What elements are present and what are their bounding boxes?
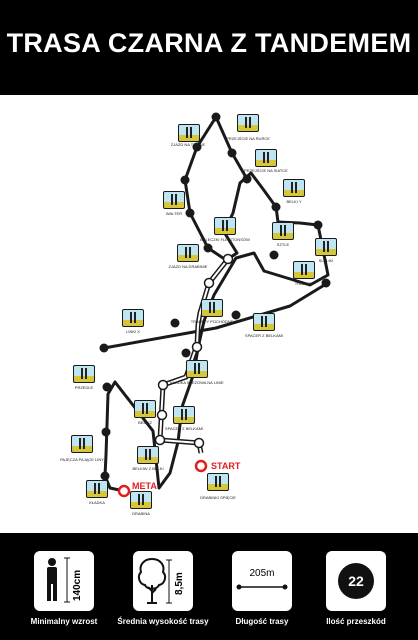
station-icon [177, 244, 199, 262]
avg-height-value: 8,5m [174, 572, 185, 595]
route-node-open [156, 409, 168, 421]
station-label: DRABINKI SPIĘCIE [200, 495, 236, 500]
station-icon [255, 149, 277, 167]
person-icon [47, 557, 70, 603]
station-label: BELKIZ [138, 420, 152, 425]
station-label: SPACER Z BELKAMI [244, 333, 284, 338]
station-icon [71, 435, 93, 453]
route-node-open [157, 379, 169, 391]
obstacles-card: 22 [326, 551, 386, 611]
station-icon [178, 124, 200, 142]
length-value: 205m [249, 568, 275, 579]
station-label: TRAPEZY POCHODNE [190, 319, 234, 324]
start-label: START [211, 461, 241, 471]
station-label: SPACER Z BELKAMI [164, 426, 204, 431]
route-node [269, 250, 279, 260]
route-node [211, 112, 221, 122]
route-node-open [154, 434, 166, 446]
station-icon [122, 309, 144, 327]
min-height-value: 140cm [72, 569, 83, 601]
station-label: KŁADKA WIEŻOWA NA LINIE [170, 380, 224, 385]
route-node [99, 343, 109, 353]
meta-marker [117, 484, 131, 498]
station-icon [283, 179, 305, 197]
route-node-open [193, 437, 205, 449]
distance-icon [236, 584, 288, 590]
route-node [100, 471, 110, 481]
station-label: PAJĘCZA PAJĄCE LINY [60, 457, 104, 462]
station-icon [201, 299, 223, 317]
station-icon [253, 313, 275, 331]
station-label: ZJAZD NA TRASIE [170, 142, 206, 147]
station-icon [315, 238, 337, 256]
min-height-caption: Minimalny wzrost [30, 617, 98, 626]
station-label: KŁADKA [89, 500, 105, 505]
station-icon [163, 191, 185, 209]
station-icon [293, 261, 315, 279]
station-icon [272, 222, 294, 240]
route-node [185, 208, 195, 218]
station-icon [134, 400, 156, 418]
station-label: SLALIKI [318, 258, 334, 263]
route-node [242, 174, 252, 184]
route-node [192, 142, 202, 152]
station-label: PRZEJŚCIE NA SIATCE [244, 168, 288, 173]
station-icon [173, 406, 195, 424]
route-node [313, 220, 323, 230]
min-height-card: 140cm [34, 551, 94, 611]
route-node-open [191, 341, 203, 353]
station-icon [214, 217, 236, 235]
station-label: TRAPEZY [294, 281, 314, 286]
route-node-open [222, 253, 234, 265]
station-icon [137, 446, 159, 464]
route-node-open [203, 277, 215, 289]
route-node [227, 148, 237, 158]
route-node [203, 243, 213, 253]
meta-label: META [132, 481, 157, 491]
route-node [180, 175, 190, 185]
length-caption: Długość trasy [235, 617, 289, 626]
station-icon [186, 360, 208, 378]
station-label: LINKI X [126, 329, 140, 334]
route-map: ZJAZD NA TRASIE PRZEJŚCIE NA RURCE PRZEJ… [0, 95, 418, 533]
route-node [170, 318, 180, 328]
route-nodes [99, 112, 331, 498]
station-icon [130, 491, 152, 509]
page-title: TRASA CZARNA Z TANDEMEM [6, 28, 412, 58]
tree-icon [137, 557, 172, 604]
station-icon [237, 114, 259, 132]
avg-height-caption: Średnia wysokość trasy [117, 617, 209, 626]
obstacles-caption: Ilość przeszkód [326, 617, 386, 626]
route-node [231, 310, 241, 320]
route-node [102, 382, 112, 392]
station-icon [73, 365, 95, 383]
station-label: PRZEDLE [74, 385, 94, 390]
station-label: PRZEJŚCIE NA RURCE [226, 136, 270, 141]
station-icon [86, 480, 108, 498]
station-label: BELKI Y [286, 199, 302, 204]
route-node [321, 278, 331, 288]
stats-footer: 140cm Minimalny wzrost 8,5m Średnia wyso… [0, 533, 418, 640]
station-icon [207, 473, 229, 491]
station-label: ZJAZD NA DRABINIE [168, 264, 208, 269]
station-label: WALTER [165, 211, 183, 216]
route-node [101, 427, 111, 437]
station-label: BELKIW Z BELKI [132, 466, 164, 471]
station-label: SZTLE [276, 242, 290, 247]
length-card: 205m [232, 551, 292, 611]
route-node [181, 348, 191, 358]
avg-height-card: 8,5m [133, 551, 193, 611]
start-marker [194, 459, 208, 473]
station-label: BELECZKI FLINSTONSÓW [200, 237, 250, 242]
obstacles-value: 22 [338, 563, 374, 599]
route-node [271, 202, 281, 212]
station-label: DRABINA [132, 511, 150, 516]
